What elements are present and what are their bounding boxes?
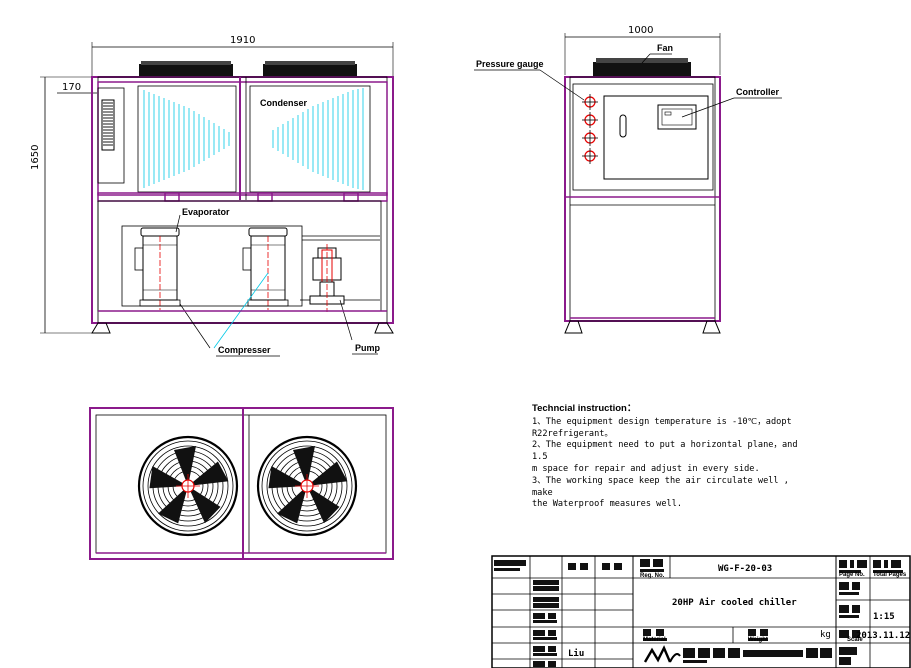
instruction-line: m space for repair and adjust in every s…: [532, 463, 760, 474]
dim-height-front: 1650: [30, 145, 41, 170]
caption-page: Page No.: [839, 572, 865, 578]
dim-width-front: 1910: [230, 35, 255, 46]
instruction-line: 3、The working space keep the air circula…: [532, 475, 789, 498]
caption-scale: Scale: [847, 637, 863, 643]
condenser-section: [97, 81, 388, 196]
instruction-line: R22refrigerant。: [532, 428, 614, 439]
instruction-line: the Waterproof measures well.: [532, 499, 683, 510]
condenser-coil-left: [137, 85, 237, 193]
side-fan-top: [593, 62, 691, 76]
condenser-fan-top-right: [263, 64, 357, 76]
technical-instructions: Techncial instruction： 1、The equipment d…: [532, 403, 802, 511]
water-pump: [300, 244, 380, 312]
drawing-number: WG-F-20-03: [718, 564, 772, 574]
label-pump: Pump: [355, 343, 381, 353]
control-cabinet: [603, 95, 709, 180]
controller-panel: [657, 104, 697, 130]
dim-side-offset: 170: [62, 82, 81, 93]
fan-cap: [265, 61, 355, 65]
fan-cap: [141, 61, 231, 65]
drawing-date: 2013.11.12: [856, 631, 910, 641]
drawing-scale: 1:15: [873, 612, 895, 622]
side-view: 1000 Fan Controller: [474, 25, 782, 334]
front-foot-left: [91, 322, 111, 334]
weight-unit: kg: [820, 630, 831, 640]
lower-section: [97, 200, 382, 312]
designer-name: Liu: [568, 648, 584, 659]
compressor-left: [134, 227, 181, 310]
condenser-fan-left: [137, 435, 239, 537]
side-foot-left: [564, 320, 583, 334]
drawing-title: 20HP Air cooled chiller: [672, 597, 797, 608]
label-compressor: Compresser: [218, 345, 271, 355]
condenser-coil-right: [249, 85, 371, 193]
dim-width-side: 1000: [628, 25, 653, 36]
condenser-fan-top-left: [139, 64, 233, 76]
electrical-box: [97, 87, 125, 184]
side-outer-frame: [564, 76, 721, 322]
evaporator-box: [121, 225, 303, 307]
caption-total-pages: Total Pages: [873, 572, 907, 578]
label-pressure-gauge: Pressure gauge: [476, 59, 544, 69]
instructions-title: Techncial instruction：: [532, 403, 637, 414]
condenser-fan-right: [256, 435, 358, 537]
front-view: 1910 170 1650: [30, 35, 394, 357]
caption-reg-no: Reg. No.: [640, 573, 665, 579]
top-outer-frame: [89, 407, 394, 560]
label-evaporator: Evaporator: [182, 207, 230, 217]
top-view: [89, 407, 394, 560]
title-block: WG-F-20-03 20HP Air cooled chiller 1:15 …: [491, 555, 911, 668]
caption-weight: Weight: [748, 637, 768, 643]
company-logo: [643, 645, 672, 663]
front-foot-right: [374, 322, 394, 334]
coil-hatch-left: [143, 90, 230, 188]
caption-material: Material: [643, 637, 666, 643]
side-foot-right: [702, 320, 721, 334]
cabinet-handle: [619, 114, 627, 138]
instruction-line: 1、The equipment design temperature is -1…: [532, 416, 792, 427]
label-condenser: Condenser: [260, 98, 308, 108]
pressure-gauges: [582, 94, 598, 164]
coil-hatch-right: [272, 88, 364, 190]
instruction-line: 2、The equipment need to put a horizontal…: [532, 440, 798, 463]
label-controller: Controller: [736, 87, 779, 97]
label-fan: Fan: [657, 43, 673, 53]
